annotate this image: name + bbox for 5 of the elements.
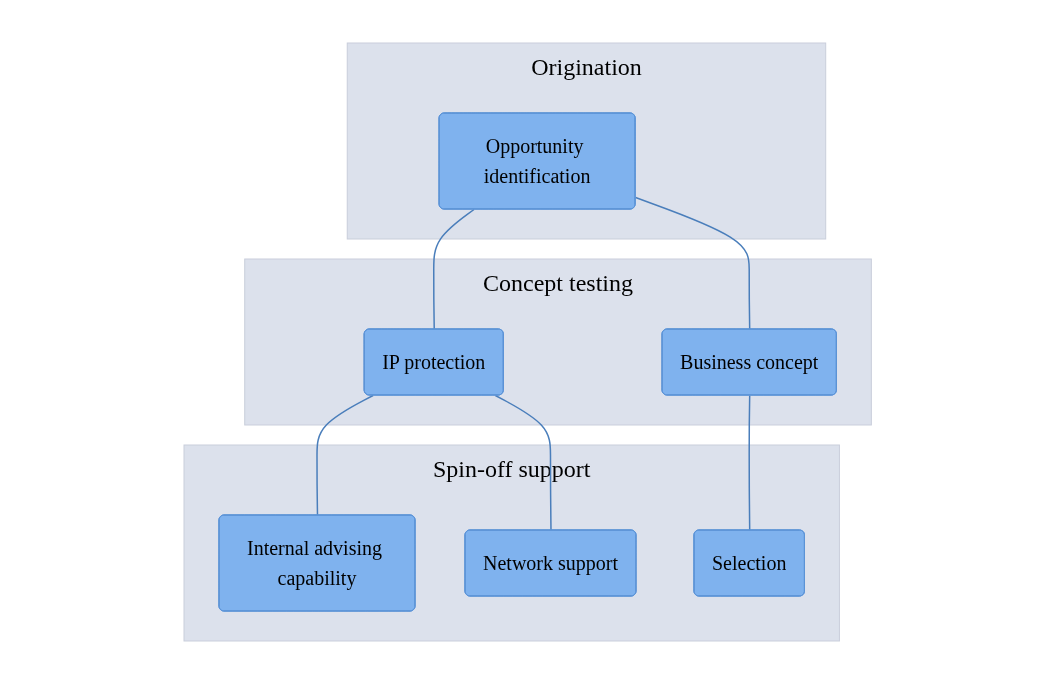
- connector: [433, 208, 476, 331]
- connector: [748, 394, 751, 532]
- connector: [494, 394, 553, 532]
- connector: [316, 394, 375, 517]
- connector: [635, 196, 751, 331]
